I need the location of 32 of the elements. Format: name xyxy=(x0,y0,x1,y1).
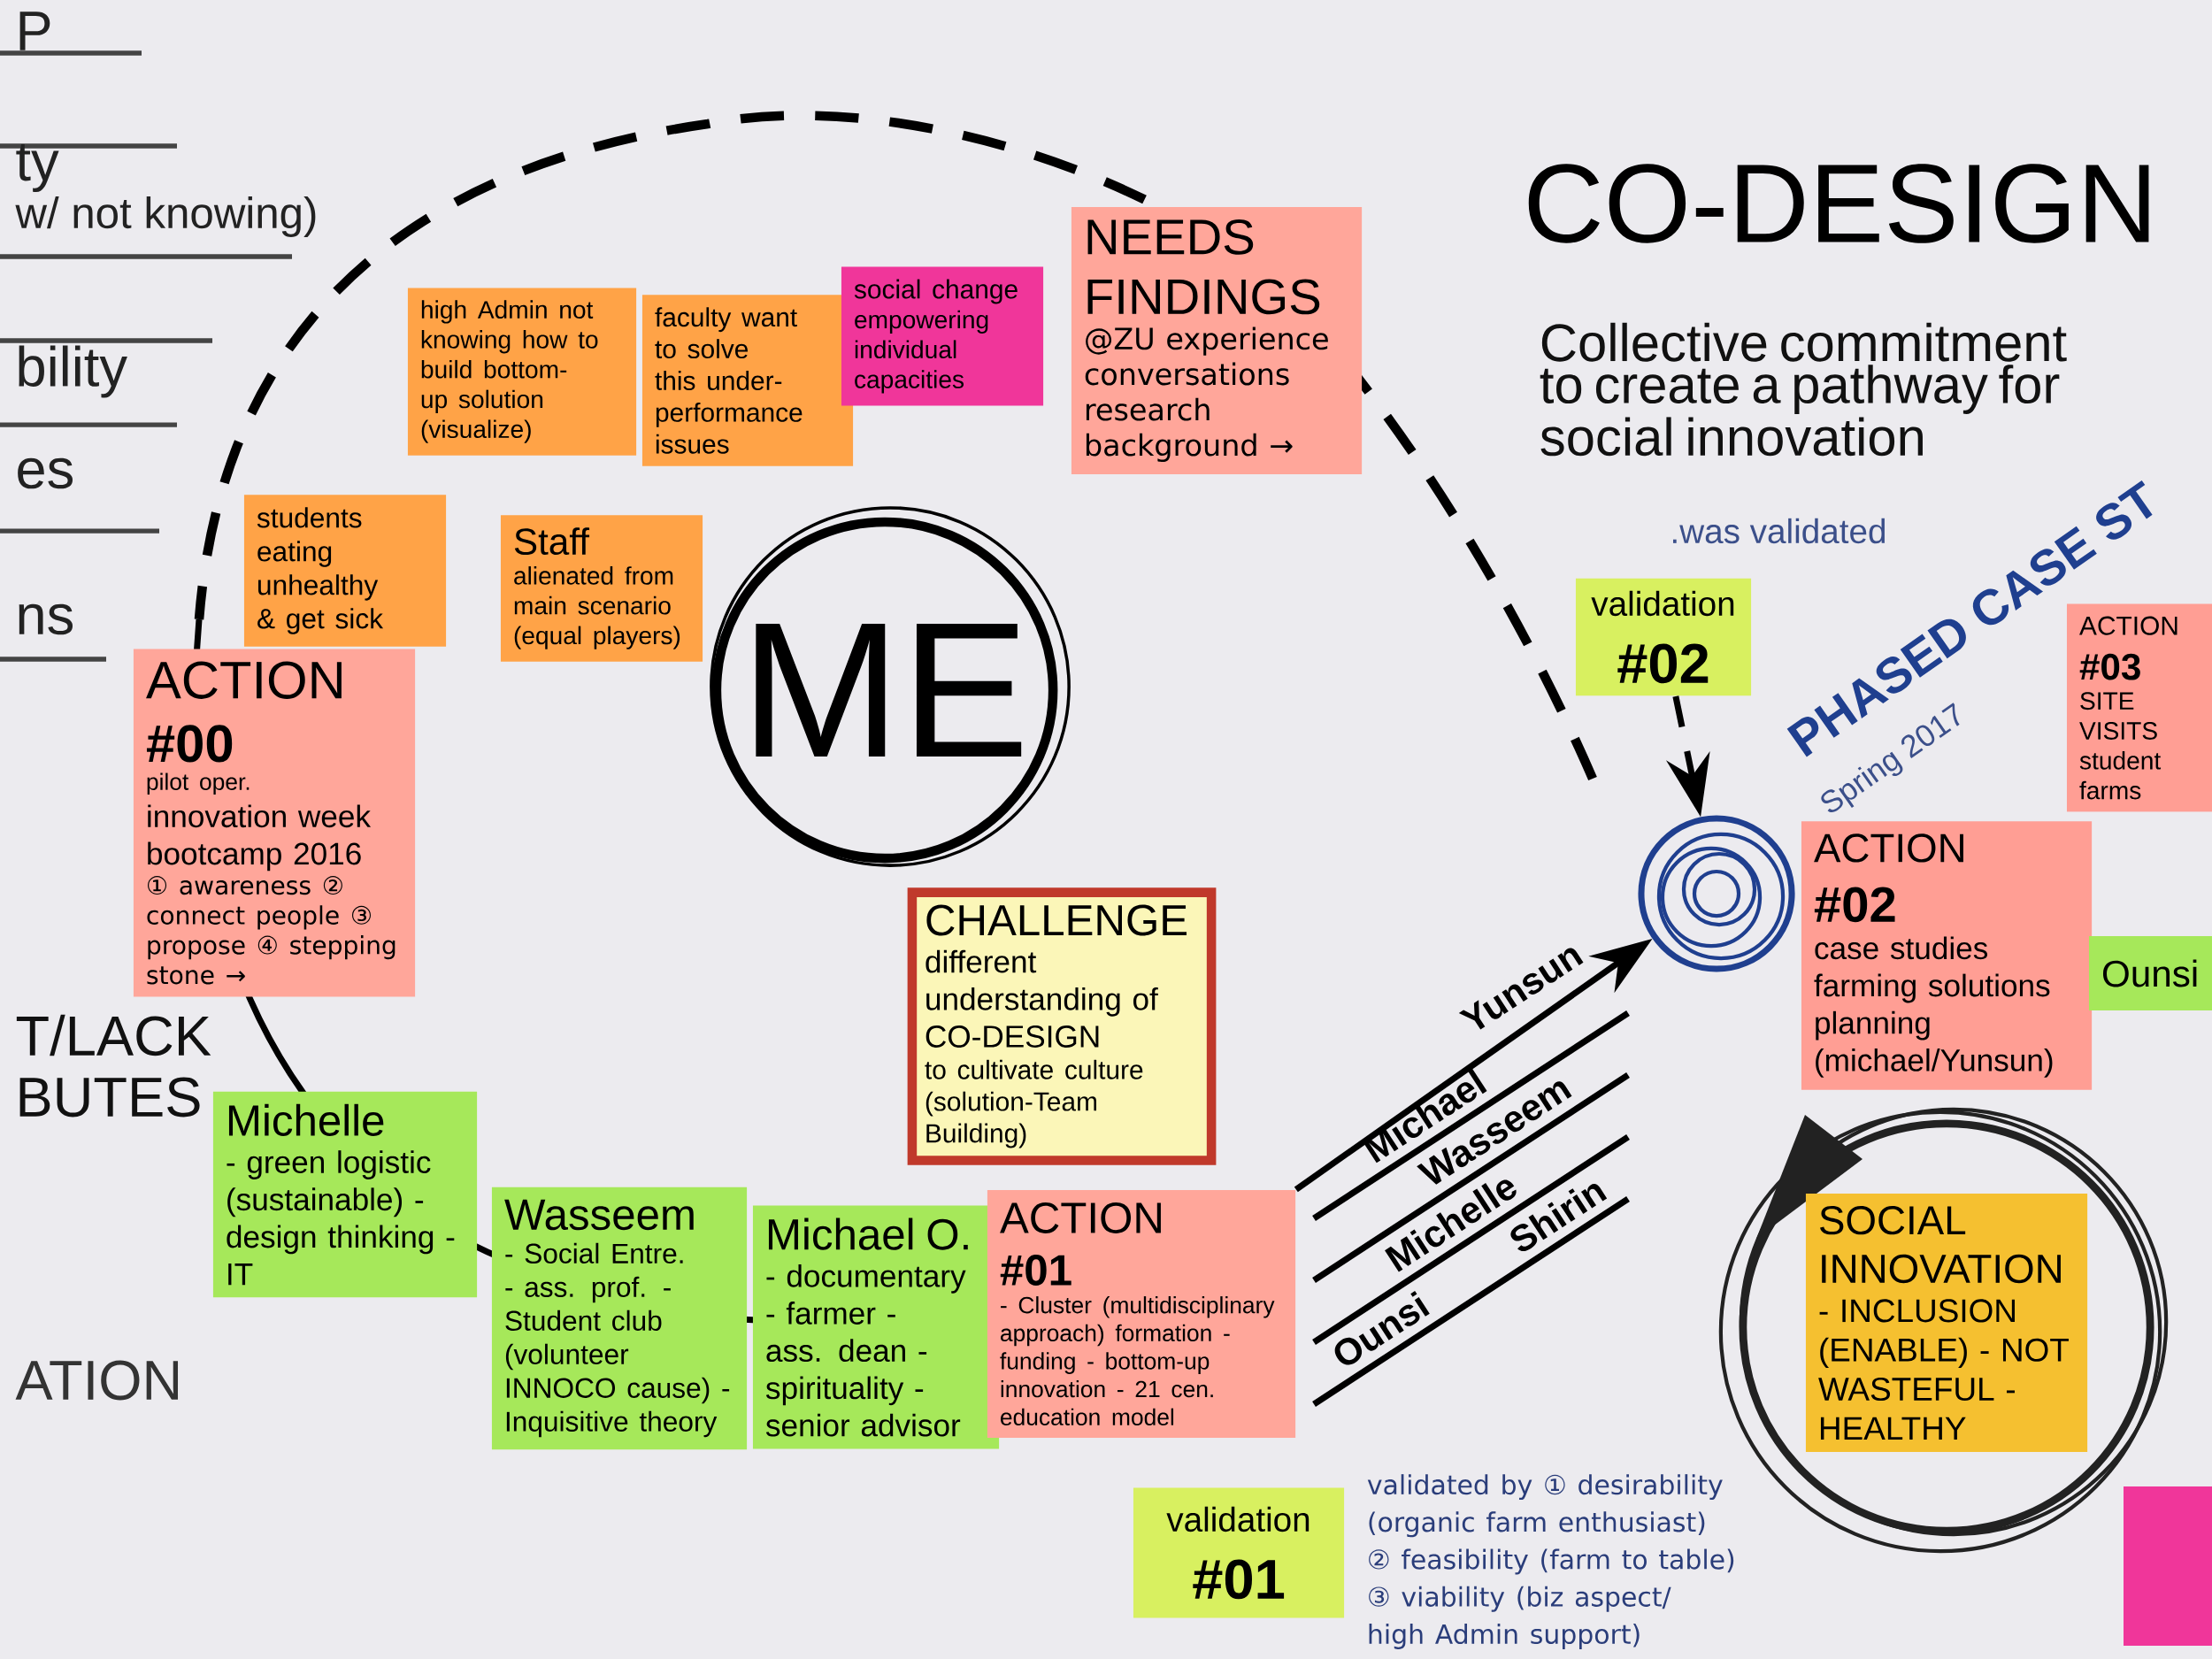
handwritten-text: ns xyxy=(19,603,73,635)
handwritten-text: ATION xyxy=(15,1360,178,1401)
handwritten-text: Collective commitment to create a pathway for social innovation xyxy=(1540,322,2067,457)
sticky-note xyxy=(2124,1486,2212,1647)
sticky-note: SOCIAL INNOVATION - INCLUSION (ENABLE) - NOT WASTEFUL - HEALTHY xyxy=(1805,1194,2088,1453)
sticky-note: Ounsi xyxy=(2089,936,2212,1011)
handwritten-text: .was validated xyxy=(1673,518,1886,544)
sticky-note: ACTION #01 - Cluster (multidisciplinary approach) formation - funding - bottom-up innovation - 21 cen. education model xyxy=(987,1190,1296,1438)
sticky-note: validation #01 xyxy=(1133,1487,1345,1618)
sticky-note: ACTION #02 case studies farming solutions planning (michael/Yunsun) xyxy=(1801,821,2093,1090)
sticky-note: students eating unhealthy & get sick xyxy=(243,495,447,647)
sticky-note: validation #02 xyxy=(1575,578,1752,696)
handwritten-text: T/LACK xyxy=(16,1014,211,1056)
handwritten-text: P xyxy=(19,12,50,50)
handwritten-text: es xyxy=(18,457,73,489)
handwritten-text: ty xyxy=(16,144,59,193)
handwritten-text: w/ not knowing) xyxy=(15,196,316,237)
sticky-note: Michelle - green logistic (sustainable) - design thinking - IT xyxy=(212,1091,478,1298)
sticky-note: high Admin not knowing how to build bottom-up solution (visualize) xyxy=(407,288,637,456)
sticky-note: ACTION #00 pilot oper. innovation week bootcamp 2016 ① awareness ② connect people ③ propose ④ stepping stone → xyxy=(133,649,416,997)
sticky-note: Staff alienated from main scenario (equal players) xyxy=(500,515,703,662)
sticky-note: faculty want to solve this under-performance issues xyxy=(641,295,854,466)
scribble-knot xyxy=(1638,815,1795,972)
sticky-note: CHALLENGE different understanding of CO-DESIGN to cultivate culture (solution-Team Building) xyxy=(907,887,1217,1165)
handwritten-text: BUTES xyxy=(19,1077,200,1118)
sticky-note: Michael O. - documentary - farmer - ass. dean - spirituality - senior advisor xyxy=(752,1205,1000,1449)
sticky-note: social change empowering individual capacities xyxy=(841,266,1044,406)
sticky-note: Wasseem - Social Entre. - ass. prof. - Student club (volunteer INNOCO cause) - Inquisitive theory xyxy=(491,1187,748,1450)
handwritten-text: bility xyxy=(19,345,127,398)
handwritten-text: validated by ① desirability (organic farm enthusiast) ② feasibility (farm to table) ③ viability (biz aspect/ high Admin support) xyxy=(1367,1474,1734,1649)
sticky-note: NEEDS FINDINGS @ZU experience conversations research background → xyxy=(1071,206,1363,475)
title: CO-DESIGN xyxy=(1528,164,2149,243)
